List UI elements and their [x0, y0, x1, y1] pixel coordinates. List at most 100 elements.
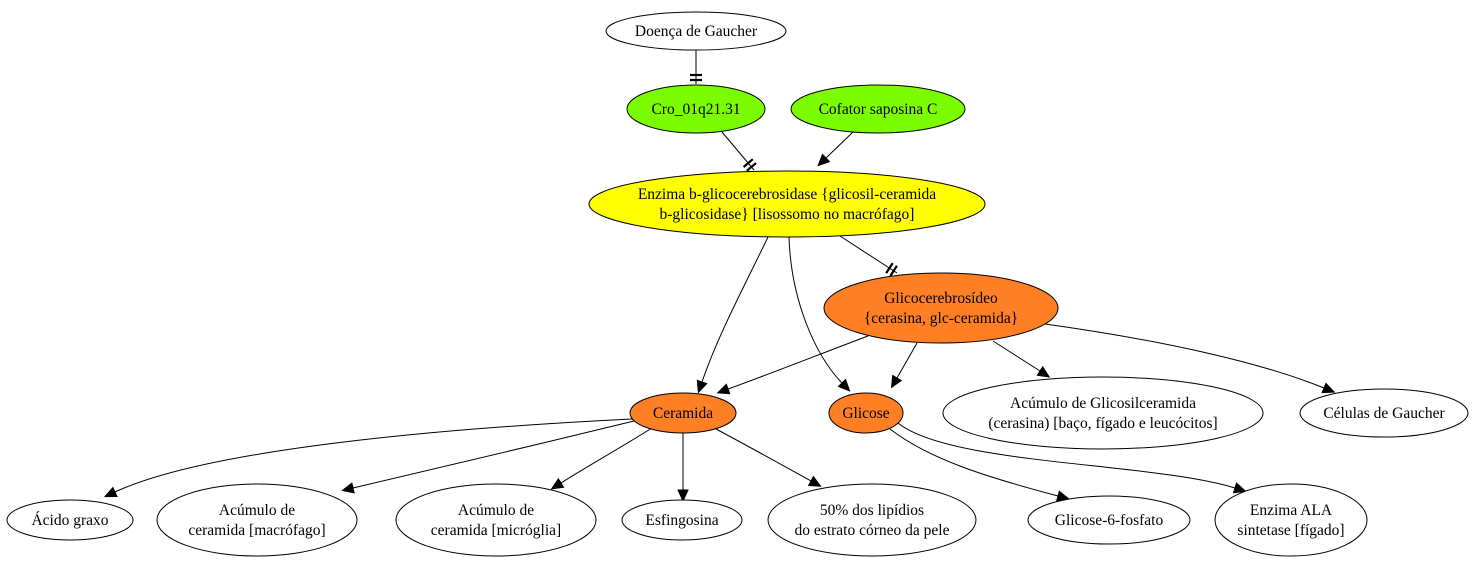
- node-gaucher-disease: Doença de Gaucher: [605, 11, 787, 51]
- node-label: sintetase [fígado]: [1237, 522, 1344, 539]
- node-glucose-6-phosphate: Glicose-6-fosfato: [1027, 495, 1191, 545]
- node-ellipse: [626, 84, 766, 134]
- edges-layer: [103, 50, 1336, 503]
- node-label: ceramida [macrófago]: [188, 522, 325, 539]
- edge-enzyme-to-glucose: [788, 236, 851, 392]
- node-ellipse: [828, 392, 904, 434]
- node-ellipse: [605, 11, 787, 51]
- node-label: Acúmulo de: [458, 502, 534, 519]
- node-saposin-c: Cofator saposina C: [790, 84, 966, 134]
- node-ellipse: [1214, 483, 1368, 557]
- node-ellipse: [1299, 388, 1469, 438]
- node-label: Cro_01q21.31: [651, 101, 740, 118]
- node-accum-ceramide-microglia: Acúmulo de ceramida [micróglia]: [395, 483, 597, 557]
- inhibition-bar: [742, 158, 754, 168]
- node-label: Glicocerebrosídeo: [884, 290, 998, 307]
- node-ellipse: [1027, 495, 1191, 545]
- node-label: 50% dos lipídios: [820, 502, 924, 519]
- node-lipids-50: 50% dos lipídios do estrato córneo da pel…: [767, 483, 977, 557]
- edge-line: [839, 235, 898, 274]
- arrowhead: [890, 374, 903, 389]
- edge-line: [114, 418, 633, 493]
- node-label: Acúmulo de Glicosilceramida: [1010, 395, 1196, 412]
- edge-glucocerebroside-to-gaucher_cells: [1044, 323, 1336, 394]
- arrowhead: [817, 153, 831, 167]
- inhibition-bar: [746, 162, 757, 172]
- arrowhead: [1232, 482, 1247, 494]
- edge-line: [889, 428, 1059, 497]
- inhibition-bar: [889, 265, 898, 277]
- edge-glucose-to-ala_synthetase: [897, 422, 1247, 494]
- edge-line: [715, 428, 812, 482]
- edge-ceramide-to-sphingosine: [677, 433, 689, 503]
- edge-line: [896, 342, 918, 379]
- edge-line: [897, 422, 1236, 489]
- node-label: ceramida [micróglia]: [431, 522, 561, 539]
- node-sphingosine: Esfingosina: [621, 499, 743, 541]
- node-enzyme: Enzima b-glicocerebrosidase {glicosil-ce…: [588, 170, 986, 238]
- node-gaucher-cells: Células de Gaucher: [1299, 388, 1469, 438]
- node-label: Acúmulo de: [219, 502, 295, 519]
- node-label: Ácido graxo: [31, 512, 108, 529]
- node-label: Esfingosina: [645, 512, 718, 529]
- node-ala-synthetase: Enzima ALA sintetase [fígado]: [1214, 483, 1368, 557]
- edge-glucocerebroside-to-glucose: [890, 342, 918, 389]
- edge-line: [825, 131, 854, 159]
- node-ellipse: [156, 483, 358, 557]
- node-label: Células de Gaucher: [1323, 405, 1445, 422]
- arrowhead: [807, 475, 822, 487]
- node-label: b-glicosidase} [lisossomo no macrófago]: [660, 206, 915, 223]
- arrowhead: [1036, 365, 1051, 378]
- edge-line: [352, 420, 635, 489]
- edge-enzyme-to-ceramide: [696, 236, 769, 394]
- node-cro-01q21: Cro_01q21.31: [626, 84, 766, 134]
- node-label: Ceramida: [653, 405, 713, 422]
- edge-line: [788, 236, 843, 384]
- edge-ceramide-to-lipids_50: [715, 428, 822, 487]
- arrowhead: [1321, 382, 1336, 394]
- node-label: {cerasina, glc-ceramida}: [864, 310, 1018, 327]
- node-ellipse: [621, 499, 743, 541]
- node-label: Glicose-6-fosfato: [1055, 512, 1164, 529]
- arrowhead: [103, 486, 118, 498]
- edge-line: [701, 236, 769, 383]
- node-ellipse: [942, 376, 1264, 450]
- arrowhead: [550, 477, 565, 490]
- edge-glucocerebroside-to-accum_glucosylceramide: [992, 340, 1051, 378]
- edge-line: [992, 340, 1041, 372]
- edge-line: [727, 335, 869, 390]
- node-accum-glucosylceramide: Acúmulo de Glicosilceramida(cerasina) [b…: [942, 376, 1264, 450]
- edge-gaucher_disease-to-cro_01q21: [690, 50, 702, 84]
- arrowhead: [341, 482, 355, 494]
- arrowhead: [837, 378, 851, 392]
- node-ellipse: [767, 483, 977, 557]
- edge-cro_01q21-to-enzyme: [721, 131, 757, 172]
- node-ceramide: Ceramida: [629, 392, 737, 434]
- node-label: Enzima b-glicocerebrosidase {glicosil-ce…: [638, 186, 936, 203]
- edge-line: [721, 131, 755, 171]
- node-ellipse: [790, 84, 966, 134]
- inhibition-bar: [885, 262, 894, 274]
- arrowhead: [696, 379, 708, 394]
- edge-saposin_c-to-enzyme: [817, 131, 854, 167]
- edge-enzyme-to-glucocerebroside: [839, 235, 898, 277]
- edge-ceramide-to-accum_ceramide_microglia: [550, 427, 653, 490]
- node-ellipse: [395, 483, 597, 557]
- edge-line: [1044, 323, 1325, 389]
- edge-line: [560, 427, 653, 484]
- node-glucose: Glicose: [828, 392, 904, 434]
- node-label: do estrato córneo da pele: [795, 522, 950, 539]
- node-accum-ceramide-macrophage: Acúmulo de ceramida [macrófago]: [156, 483, 358, 557]
- node-ellipse: [823, 272, 1059, 344]
- node-ellipse: [588, 170, 986, 238]
- node-label: Glicose: [842, 405, 889, 422]
- node-label: Enzima ALA: [1250, 502, 1333, 519]
- edge-ceramide-to-accum_ceramide_macrophage: [341, 420, 635, 494]
- node-label: Cofator saposina C: [819, 101, 938, 118]
- arrowhead: [716, 383, 731, 395]
- node-ellipse: [6, 499, 134, 541]
- node-label: Doença de Gaucher: [635, 23, 758, 40]
- node-ellipse: [629, 392, 737, 434]
- node-fatty-acid: Ácido graxo: [6, 499, 134, 541]
